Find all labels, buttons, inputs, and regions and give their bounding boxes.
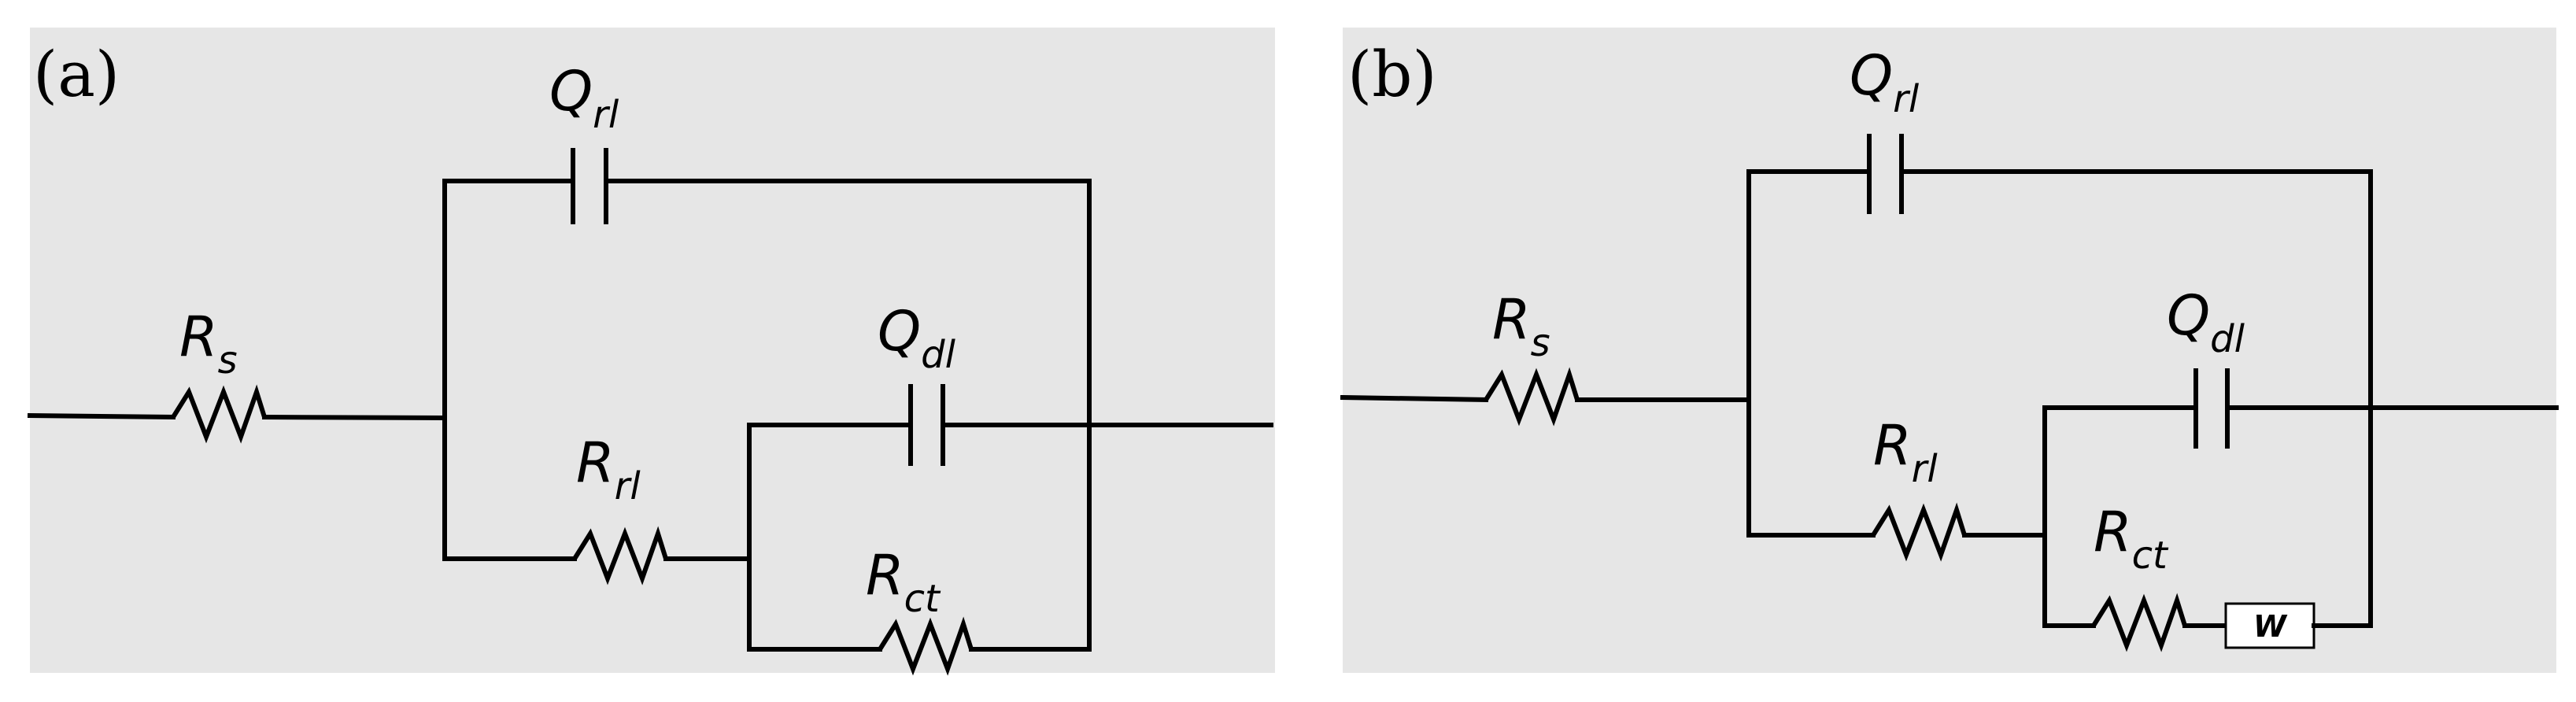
panel-a-rct-resistor	[878, 616, 974, 676]
panel-b-qrl-label: Qrl	[1850, 43, 1920, 121]
panel-a-qrl-branch: Qrl	[442, 59, 1092, 561]
panel-a-rs-resistor	[171, 384, 267, 444]
panel-a-outer-loop-wire	[442, 179, 1092, 561]
panel-b-rs-resistor	[1484, 367, 1580, 427]
panel-b: (b) Rs Qrl Rrl Qdl	[1340, 28, 2559, 673]
panel-b-inner-loop: Qdl Rct W	[2042, 283, 2373, 652]
panel-a-right-rail-wire	[1087, 179, 1273, 652]
panel-a-input-wire	[27, 412, 176, 420]
panel-b-input-wire	[1340, 394, 1489, 403]
panel-b-rrl-label: Rrl	[1873, 413, 1938, 491]
panel-b-rrl-branch: Rrl	[1746, 413, 2047, 562]
panel-b-outer-loop-wire	[1746, 169, 2373, 538]
panel-b-qrl-branch: Qrl	[1746, 43, 2373, 538]
panel-b-rct-resistor	[2091, 593, 2187, 652]
panel-a-rrl-resistor	[572, 526, 668, 586]
panel-a-qdl-label: Qdl	[878, 299, 956, 377]
panel-b-warburg-box	[2224, 602, 2315, 649]
panel-b-warburg-label: W	[2253, 609, 2288, 644]
panel-a-rrl-label: Rrl	[576, 430, 641, 508]
panel-b-qdl-label: Qdl	[2167, 283, 2245, 361]
panel-a-rct-label: Rct	[866, 543, 941, 621]
panel-a-rs-wire	[261, 414, 448, 421]
panel-a-qdl-wire	[747, 423, 1092, 652]
panel-b-rrl-resistor	[1871, 502, 1967, 562]
panel-b-right-rail-wire	[2368, 169, 2559, 628]
panel-a-rrl-branch: Rrl	[442, 430, 752, 586]
panel-a-label: (a)	[33, 38, 120, 111]
panel-a-background	[30, 28, 1275, 673]
panel-a-inner-loop: Qdl Rct	[747, 299, 1092, 676]
panel-b-label: (b)	[1347, 38, 1437, 111]
panel-b-qdl-wire	[2042, 405, 2373, 628]
panel-b-rct-label: Rct	[2094, 500, 2169, 578]
panel-b-rs-branch: Rs	[1340, 287, 1751, 427]
panel-a-rs-label: Rs	[179, 305, 238, 382]
panel-b-background	[1343, 28, 2556, 673]
panel-b-rs-label: Rs	[1492, 287, 1550, 365]
panel-a-qrl-label: Qrl	[549, 59, 619, 137]
panel-a: (a) Rs Qrl Rrl Qdl	[27, 28, 1275, 676]
panel-a-rs-branch: Rs	[27, 305, 448, 444]
